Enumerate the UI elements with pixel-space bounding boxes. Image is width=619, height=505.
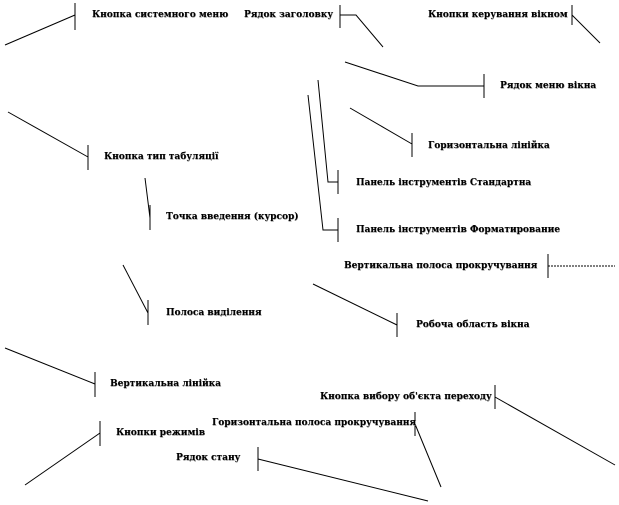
label-window-menu-bar: Рядок меню вікна [500,81,597,91]
leader-line-system-menu [4,14,76,46]
label-window-control-buttons: Кнопки керування вікном [428,10,568,20]
leader-line-title-bar [340,14,384,48]
label-horizontal-ruler: Горизонтальна лінійка [428,141,550,151]
leader-line-view-modes [24,432,101,486]
label-vertical-ruler: Вертикальна лінійка [110,379,221,389]
label-standard-toolbar: Панель інструментів Стандартна [356,178,532,188]
label-selection-bar: Полоса виділення [166,308,262,318]
leader-line-browse-object [494,396,616,466]
leader-line-vertical-ruler [4,347,96,385]
label-title-bar: Рядок заголовку [244,10,334,20]
leader-line-standard-toolbar [317,79,338,183]
label-vertical-scrollbar: Вертикальна полоса прокручування [344,261,538,271]
label-insertion-point: Точка введення (курсор) [166,212,299,222]
label-browse-object-button: Кнопка вибору об'єкта переходу [320,392,492,402]
label-formatting-toolbar: Панель інструментів Форматирование [356,225,560,235]
label-status-bar: Рядок стану [176,453,241,463]
label-tab-type-button: Кнопка тип табуляції [104,152,219,162]
leader-line-work-area [312,283,398,326]
leader-line-cursor [144,177,151,219]
leader-line-window-buttons [571,14,601,44]
leader-line-horizontal-scrollbar [414,423,442,488]
label-view-mode-buttons: Кнопки режимів [116,428,205,438]
leader-line-horizontal-ruler [349,107,413,145]
label-system-menu-button: Кнопка системного меню [92,10,229,20]
leader-line-formatting-toolbar [307,94,338,231]
leader-line-tab-button [7,111,89,158]
label-work-area: Робоча область вікна [416,320,530,330]
leader-line-selection-bar [122,264,149,314]
label-horizontal-scrollbar: Горизонтальна полоса прокручування [212,418,417,428]
leader-line-menu-bar [344,61,484,87]
leader-line-status-bar [257,458,429,502]
